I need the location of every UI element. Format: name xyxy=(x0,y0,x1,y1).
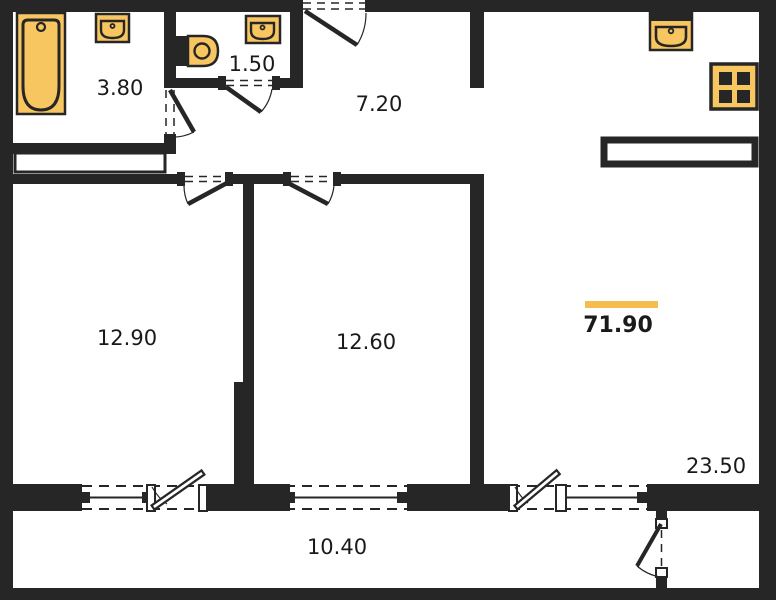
door-jamb xyxy=(177,172,185,186)
stove-burner xyxy=(719,72,732,85)
door-frame xyxy=(198,484,208,512)
door-jamb xyxy=(218,76,226,90)
stove-burner xyxy=(737,72,750,85)
wall-facade-a xyxy=(13,484,82,511)
bedroom-left-door xyxy=(183,175,229,206)
sink-bowl xyxy=(249,21,276,41)
sink-faucet xyxy=(259,24,266,31)
window-cap xyxy=(82,492,90,503)
sink-backsplash xyxy=(650,13,692,21)
bathroom-sink-icon xyxy=(94,12,131,44)
hallway-area-label: 7.20 xyxy=(356,92,403,116)
bathroom-door xyxy=(165,88,196,138)
balcony-door-2 xyxy=(508,468,567,512)
wall-bedroom-divider-wide xyxy=(234,382,254,488)
stove-icon xyxy=(709,62,759,111)
door-leaf xyxy=(186,181,229,206)
wall-facade-d xyxy=(647,484,776,511)
wall-balcony-partition-bottom xyxy=(656,577,667,590)
door-frame xyxy=(146,484,156,512)
total-area-highlight-bar xyxy=(585,301,658,308)
balcony-door-leaf xyxy=(150,468,206,512)
bathtub-drain xyxy=(35,21,47,33)
window-cap xyxy=(637,492,647,503)
door-frame xyxy=(555,484,567,512)
toilet-bowl xyxy=(186,34,220,68)
door-swing-arc xyxy=(260,88,273,113)
wall-wc-right xyxy=(290,12,303,88)
wardrobe-icon xyxy=(13,151,167,174)
wall-top-left xyxy=(0,0,303,12)
wall-wc-bottom-right xyxy=(277,78,303,88)
door-leaf xyxy=(168,88,196,134)
stove-burner xyxy=(719,90,732,103)
door-swing-arc xyxy=(151,486,168,505)
door-swing-arc xyxy=(169,131,195,138)
wall-balcony-partition-top xyxy=(656,511,667,520)
wall-rooms-top-b xyxy=(229,174,287,184)
wall-facade-b xyxy=(207,484,290,511)
door-jamb xyxy=(283,172,291,186)
door-leaf xyxy=(635,523,663,567)
door-jamb xyxy=(225,172,233,186)
wall-bedroom-divider xyxy=(243,180,254,385)
door-frame xyxy=(655,567,668,578)
kitchen-counter-icon xyxy=(600,136,759,168)
wall-facade-c xyxy=(407,484,510,511)
wall-bath-bottom xyxy=(0,143,176,154)
total-area-label: 71.90 xyxy=(583,313,653,338)
door-swing-arc xyxy=(327,185,335,205)
sink-bowl xyxy=(99,19,126,40)
wall-left xyxy=(0,0,13,600)
stove-body xyxy=(709,62,759,111)
stove-burner xyxy=(737,90,750,103)
balcony-door-leaf xyxy=(512,468,562,511)
bedroom-middle-door xyxy=(286,175,335,206)
wc-sink-icon xyxy=(244,14,282,45)
wall-hall-living-divider xyxy=(470,12,484,88)
door-frame xyxy=(508,484,518,512)
toilet-bowl-circle xyxy=(193,42,211,60)
balcony-area-label: 10.40 xyxy=(307,535,367,559)
window-cap xyxy=(285,492,295,503)
kitchen-living-area-label: 23.50 xyxy=(686,454,746,478)
sink-faucet xyxy=(109,23,116,29)
balcony-door-1 xyxy=(146,468,208,512)
bathroom-area-label: 3.80 xyxy=(97,76,144,100)
bathtub-icon xyxy=(15,11,67,116)
door-swing-arc xyxy=(636,565,661,578)
wall-rooms-top-c xyxy=(337,174,484,184)
door-jamb xyxy=(272,76,280,90)
bedroom-left-area-label: 12.90 xyxy=(97,326,157,350)
wall-right xyxy=(759,0,776,600)
bathtub-inner xyxy=(21,18,61,112)
toilet-icon xyxy=(170,34,220,68)
wc-area-label: 1.50 xyxy=(229,52,276,76)
door-frame xyxy=(655,518,668,529)
wall-top-right xyxy=(365,0,776,12)
door-jamb xyxy=(333,172,341,186)
kitchen-sink-icon xyxy=(648,11,694,52)
toilet-tank xyxy=(170,36,188,66)
wall-bottom-outer xyxy=(0,588,776,600)
windows xyxy=(82,485,647,510)
door-swing-arc xyxy=(183,185,189,205)
sink-bowl xyxy=(654,25,688,48)
wall-rooms-top-a xyxy=(0,174,181,184)
wall-bedroom2-living-divider xyxy=(470,174,484,486)
door-leaf xyxy=(286,181,330,206)
balcony-partition-door xyxy=(635,518,668,578)
bedroom-middle-area-label: 12.60 xyxy=(336,330,396,354)
door-swing-arc xyxy=(356,12,367,46)
wc-door xyxy=(224,79,273,114)
window-cap xyxy=(397,492,407,503)
wall-wc-bottom-left xyxy=(164,78,222,88)
door-leaf xyxy=(224,85,263,114)
entrance-door xyxy=(303,2,367,47)
sink-faucet xyxy=(667,27,675,35)
door-leaf xyxy=(303,9,359,47)
